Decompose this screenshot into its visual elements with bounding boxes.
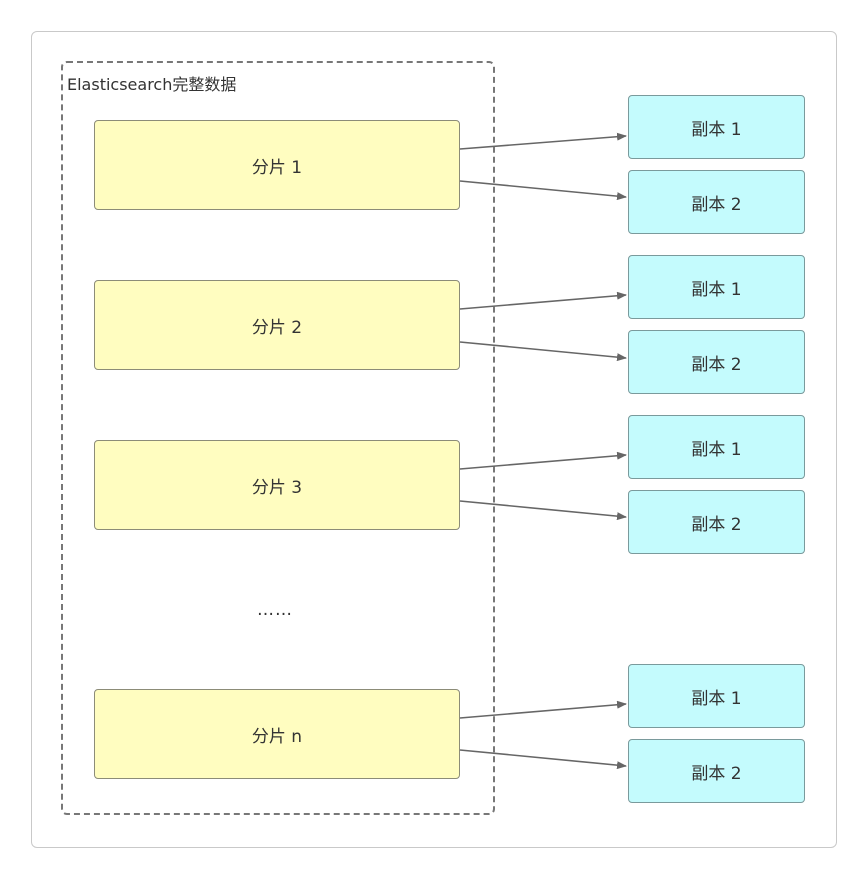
- arrow-shard-3-replica-2: [459, 500, 627, 521]
- arrow-shard-2-replica-1: [459, 291, 627, 310]
- arrow-shard-3-replica-1: [459, 451, 627, 470]
- shard-1: 分片 1: [94, 120, 460, 210]
- shard-1-replica-2: 副本 2: [628, 170, 805, 234]
- shard-3-replica-2: 副本 2: [628, 490, 805, 554]
- arrow-shard-2-replica-2: [459, 341, 627, 362]
- arrow-shard-n-replica-2: [459, 749, 627, 770]
- shard-3: 分片 3: [94, 440, 460, 530]
- arrow-shard-1-replica-1: [459, 132, 627, 150]
- shard-2-replica-1: 副本 1: [628, 255, 805, 319]
- ellipsis: ……: [257, 600, 293, 620]
- arrow-shard-n-replica-1: [459, 700, 627, 719]
- shard-n-replica-2: 副本 2: [628, 739, 805, 803]
- arrow-shard-1-replica-2: [459, 180, 627, 201]
- shard-1-replica-1: 副本 1: [628, 95, 805, 159]
- cluster-boundary: [61, 61, 495, 815]
- cluster-label: Elasticsearch完整数据: [67, 75, 237, 94]
- shard-3-replica-1: 副本 1: [628, 415, 805, 479]
- shard-2-replica-2: 副本 2: [628, 330, 805, 394]
- shard-n-replica-1: 副本 1: [628, 664, 805, 728]
- shard-n: 分片 n: [94, 689, 460, 779]
- shard-2: 分片 2: [94, 280, 460, 370]
